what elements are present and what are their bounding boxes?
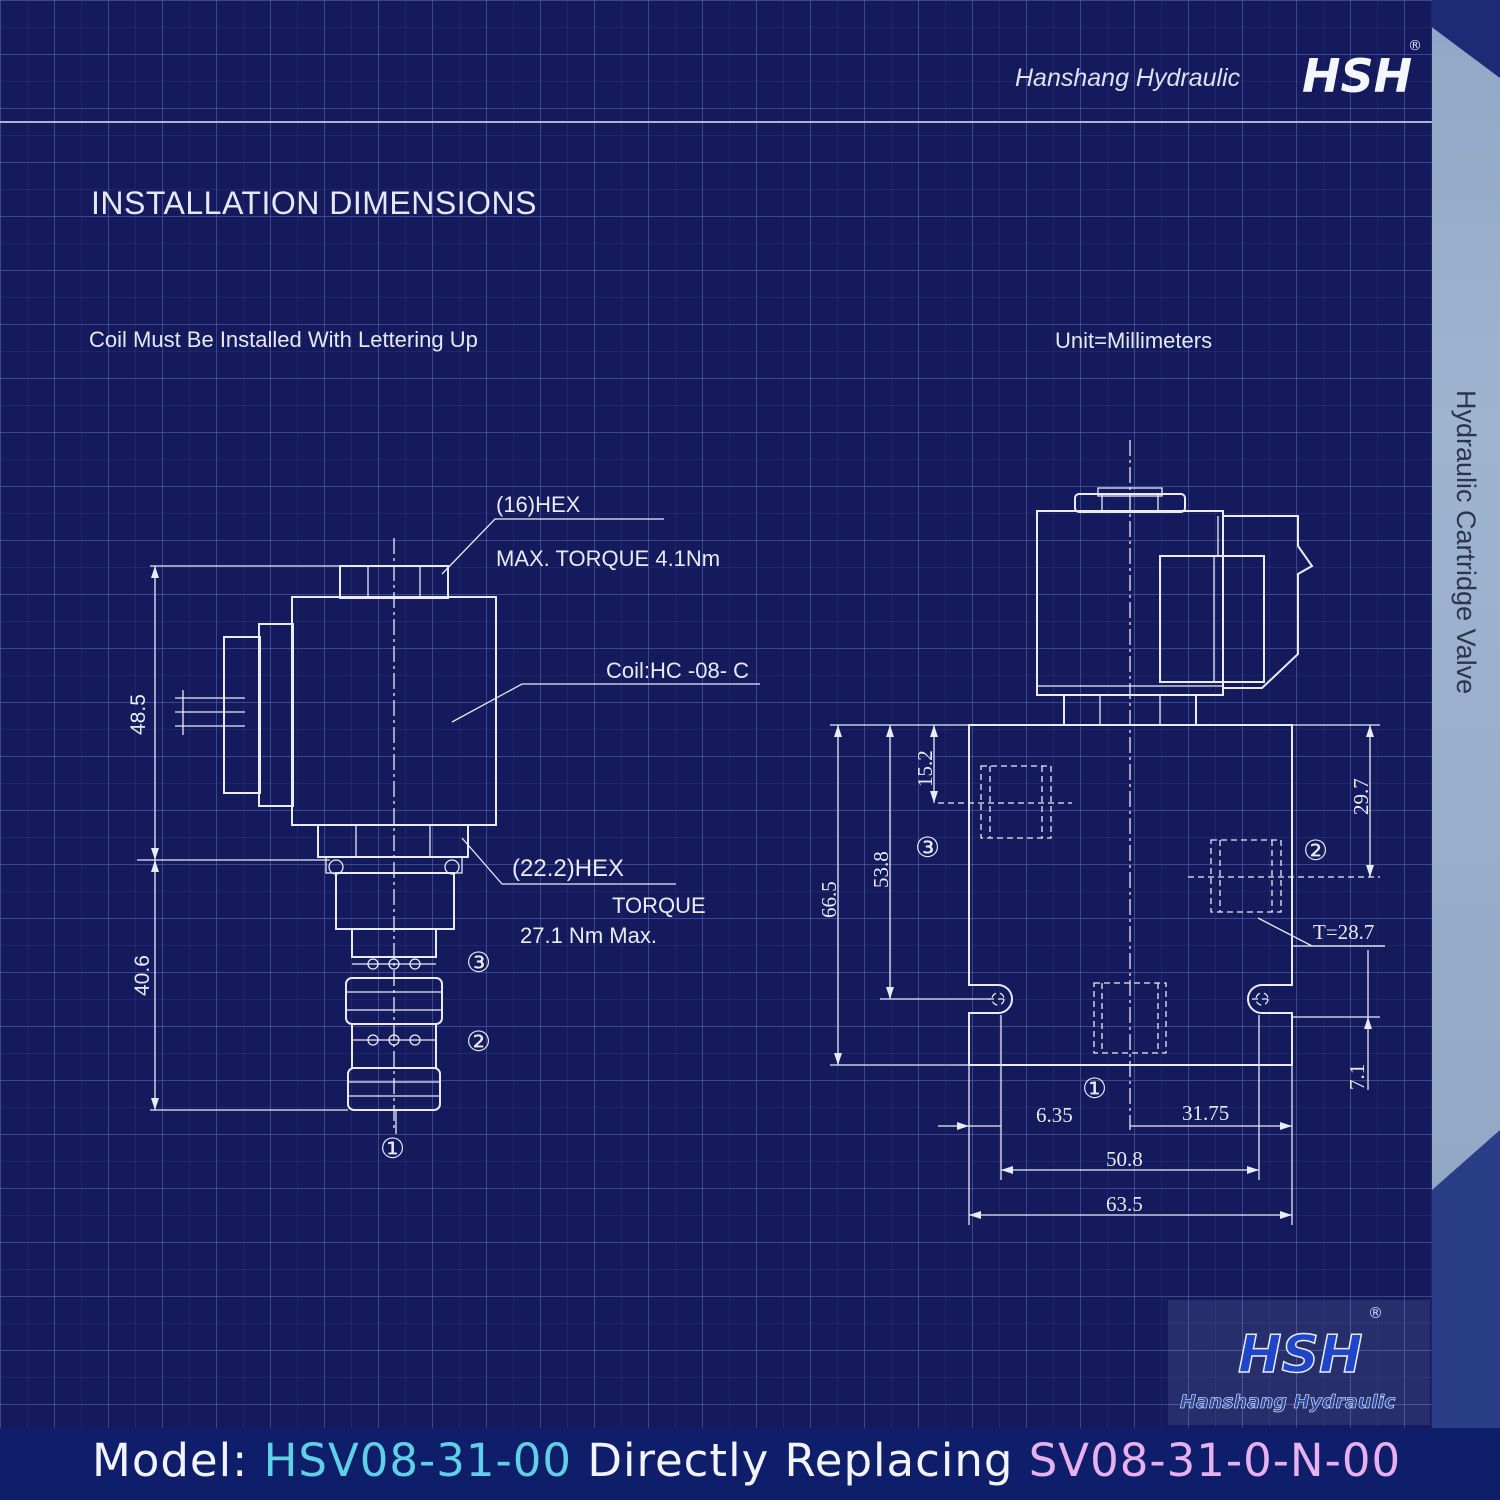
bottom-logo-mark: HSH <box>1238 1325 1363 1385</box>
model-number: HSV08-31-00 <box>263 1434 573 1487</box>
brand-logo: HSH ® <box>1302 38 1422 103</box>
dim-50-8: 50.8 <box>1106 1147 1143 1171</box>
section-title: INSTALLATION DIMENSIONS <box>91 185 537 221</box>
t-dim-leader <box>1257 917 1385 947</box>
dim-31-75: 31.75 <box>1182 1101 1229 1125</box>
dim-63-5: 63.5 <box>1106 1192 1143 1216</box>
bottom-logo: HSH ® Hanshang Hydraulic <box>1168 1300 1430 1425</box>
coil-connector-side <box>1222 515 1314 689</box>
header-divider <box>0 121 1432 123</box>
side-title: Hydraulic Cartridge Valve <box>1451 390 1481 695</box>
right-port-1: ① <box>1082 1072 1107 1105</box>
seal-ring-2 <box>347 1067 441 1111</box>
bottom-registered-mark: ® <box>1368 1304 1383 1322</box>
coil-terminal <box>1159 555 1265 683</box>
torque-value: 27.1 Nm Max. <box>520 923 657 948</box>
dim-6-35: 6.35 <box>1036 1103 1073 1127</box>
dim-40-6: 40.6 <box>131 955 154 996</box>
right-port-3: ③ <box>915 831 940 864</box>
coil-label: Coil:HC -08- C <box>606 658 749 683</box>
left-valve-view: 48.5 40.6 (16)HEX MAX. TORQUE 4.1Nm Coil… <box>127 492 760 1165</box>
right-valve-view: 15.2 53.8 66.5 29.7 7.1 T=28.7 <box>817 440 1385 1225</box>
dim-29-7: 29.7 <box>1349 778 1373 815</box>
coil-leader <box>451 683 760 723</box>
left-port-1: ① <box>380 1132 405 1165</box>
unit-note: Unit=Millimeters <box>1055 328 1213 353</box>
dim-53-8: 53.8 <box>869 851 893 888</box>
replaced-model-number: SV08-31-0-N-00 <box>1028 1434 1402 1487</box>
dim-15-2: 15.2 <box>913 750 937 787</box>
hex-top-label: (16)HEX <box>496 492 581 517</box>
right-port-2: ② <box>1303 834 1328 867</box>
cartridge-upper <box>335 872 455 930</box>
port-1-bore <box>1093 982 1167 1054</box>
bottom-logo-text: Hanshang Hydraulic <box>1180 1391 1396 1413</box>
replacing-text: Directly Replacing <box>572 1434 1029 1487</box>
side-panel-accent-bottom <box>1432 1130 1500 1430</box>
left-port-3: ③ <box>466 946 491 979</box>
hex-bottom-leader <box>461 837 676 885</box>
registered-mark: ® <box>1408 38 1422 54</box>
port-3-bore <box>980 765 1052 839</box>
footer-bar <box>0 1428 1500 1500</box>
dim-t-28-7: T=28.7 <box>1313 920 1374 944</box>
coil-connector <box>258 623 294 807</box>
port-2-bore <box>1210 839 1282 913</box>
bottom-hex <box>317 824 469 858</box>
dim-7-1: 7.1 <box>1345 1064 1369 1090</box>
dim-66-5: 66.5 <box>817 881 841 918</box>
technical-drawing: 48.5 40.6 (16)HEX MAX. TORQUE 4.1Nm Coil… <box>127 440 1385 1225</box>
brand-logo-mark: HSH <box>1302 49 1412 103</box>
hex-top-leader <box>441 518 664 575</box>
coil-connector-outer <box>223 636 261 794</box>
max-torque-label: MAX. TORQUE 4.1Nm <box>496 546 720 571</box>
coil-install-note: Coil Must Be Installed With Lettering Up <box>89 327 478 352</box>
brand-name: Hanshang Hydraulic <box>1015 64 1241 92</box>
left-port-2: ② <box>466 1025 491 1058</box>
model-prefix: Model: <box>92 1434 264 1487</box>
torque-label: TORQUE <box>612 893 706 918</box>
dim-48-5: 48.5 <box>127 694 150 735</box>
hex-bottom-label: (22.2)HEX <box>512 855 624 882</box>
model-caption: Model: HSV08-31-00 Directly Replacing SV… <box>92 1434 1401 1487</box>
